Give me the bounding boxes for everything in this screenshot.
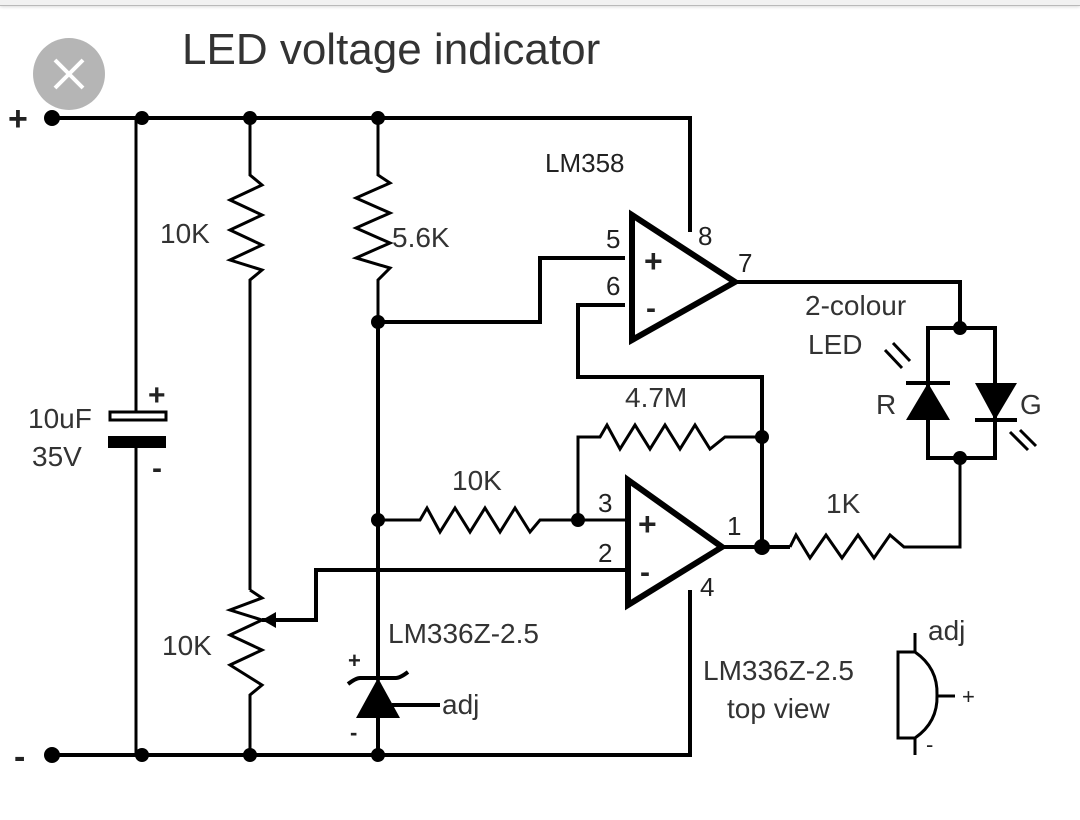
- positive-terminal: [44, 110, 60, 126]
- resistor-10k-middle: 10K: [378, 465, 625, 535]
- pinout-label-line2: top view: [727, 693, 830, 724]
- resistor-1k-label: 1K: [826, 488, 861, 519]
- opamp-a-plus: +: [644, 243, 663, 279]
- opamp-a: LM358 5 6 8 7 + -: [545, 148, 962, 547]
- resistor-4-7m-label: 4.7M: [625, 382, 687, 413]
- lm336-reference: + - adj LM336Z-2.5: [346, 618, 539, 745]
- resistor-10k-upper: 10K: [160, 118, 266, 590]
- reference-minus: -: [350, 720, 357, 745]
- negative-rail: -: [14, 590, 692, 776]
- positive-terminal-label: +: [8, 100, 28, 138]
- positive-rail: +: [8, 100, 692, 232]
- lm336-pinout: adj + - LM336Z-2.5 top view: [703, 615, 975, 757]
- capacitor-10uf: + - 10uF 35V: [28, 118, 168, 755]
- two-colour-led: 2-colour LED R G: [805, 290, 1042, 465]
- green-led-icon: [975, 383, 1017, 420]
- resistor-10k-middle-label: 10K: [452, 465, 502, 496]
- pinout-label-line1: LM336Z-2.5: [703, 655, 854, 686]
- pinout-plus: +: [962, 684, 975, 709]
- opamp-b: 3 2 1 4 + -: [598, 474, 790, 611]
- reference-label: LM336Z-2.5: [388, 618, 539, 649]
- pin-4: 4: [700, 572, 714, 602]
- negative-terminal-label: -: [14, 738, 25, 776]
- resistor-5-6k-label: 5.6K: [392, 222, 450, 253]
- pin-2: 2: [598, 538, 612, 568]
- pin-8: 8: [698, 221, 712, 251]
- reference-plus: +: [348, 648, 361, 673]
- negative-terminal: [44, 747, 60, 763]
- pin-5: 5: [606, 224, 620, 254]
- led-label-line1: 2-colour: [805, 290, 906, 321]
- resistor-1k: 1K: [788, 458, 962, 561]
- capacitor-voltage: 35V: [32, 441, 82, 472]
- opamp-b-minus: -: [640, 556, 650, 589]
- capacitor-plus-label: +: [148, 379, 166, 412]
- resistor-5-6k: 5.6K: [351, 118, 450, 322]
- diagram-title: LED voltage indicator: [182, 25, 600, 74]
- capacitor-value: 10uF: [28, 403, 92, 434]
- pin-6: 6: [606, 271, 620, 301]
- opamp-chip-label: LM358: [545, 148, 625, 178]
- reference-adj: adj: [442, 689, 479, 720]
- close-button[interactable]: [33, 38, 105, 110]
- potentiometer-label: 10K: [162, 630, 212, 661]
- led-green-label: G: [1020, 389, 1042, 420]
- pinout-minus: -: [926, 732, 933, 757]
- red-led-icon: [906, 383, 950, 420]
- potentiometer-10k: 10K: [162, 568, 625, 755]
- led-label-line2: LED: [808, 329, 862, 360]
- opamp-a-minus: -: [646, 292, 656, 325]
- pinout-adj: adj: [928, 615, 965, 646]
- opamp-b-plus: +: [638, 506, 657, 542]
- top-bar: [0, 0, 1080, 6]
- pin-3: 3: [598, 488, 612, 518]
- resistor-10k-upper-label: 10K: [160, 218, 210, 249]
- resistor-4-7m: 4.7M: [576, 382, 769, 520]
- close-icon: [53, 58, 85, 90]
- pin-7: 7: [738, 248, 752, 278]
- led-red-label: R: [876, 389, 896, 420]
- capacitor-minus-label: -: [152, 452, 162, 485]
- pin-1: 1: [727, 511, 741, 541]
